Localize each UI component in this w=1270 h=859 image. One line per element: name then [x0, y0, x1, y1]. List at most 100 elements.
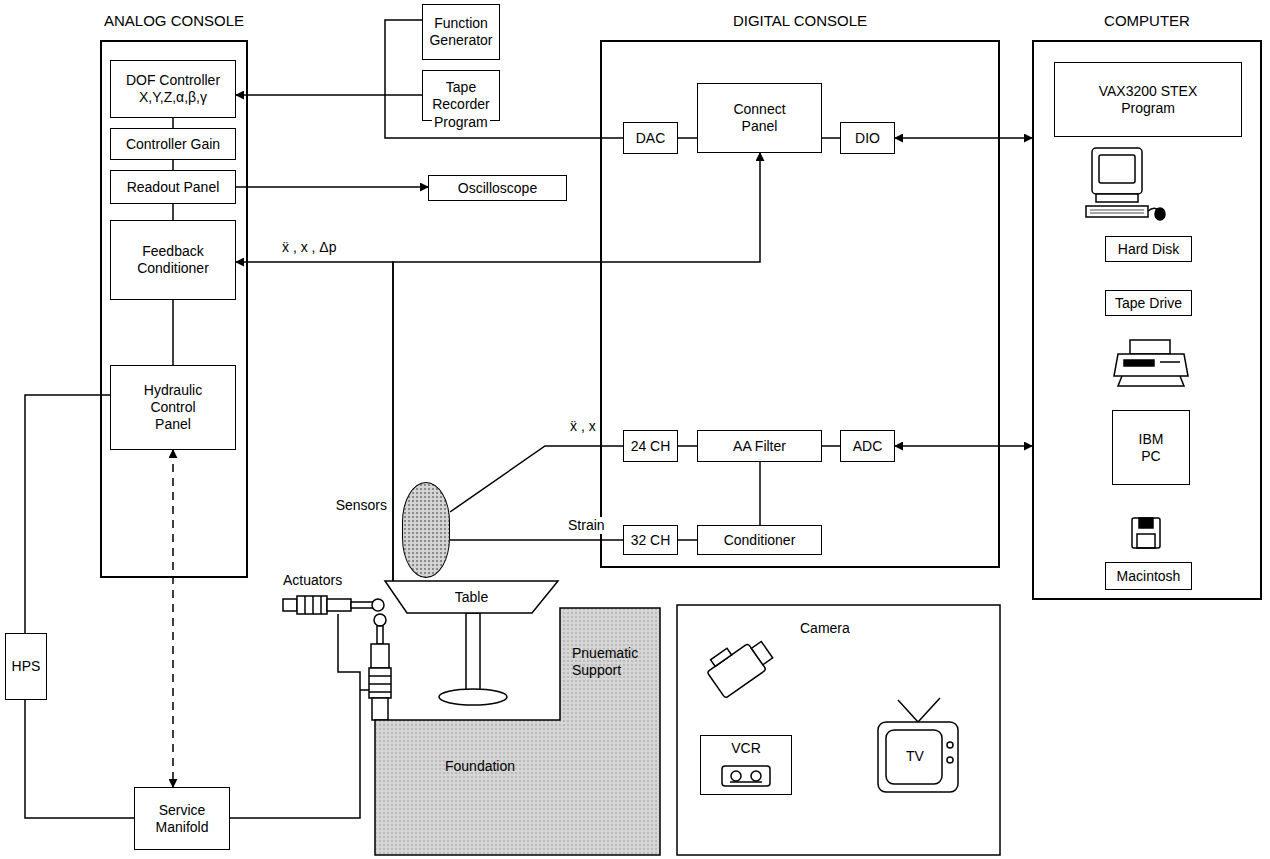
node-label: 24 CH [631, 438, 671, 455]
node-label: Controller Gain [126, 136, 220, 153]
process-box: Feedback Conditioner [110, 220, 236, 300]
connector [236, 186, 428, 188]
connector [678, 539, 697, 541]
process-box: 24 CH [623, 430, 678, 462]
node-label: 32 CH [631, 532, 671, 549]
device-box: Hard Disk [1105, 236, 1192, 262]
node-label: Table [455, 589, 488, 605]
connector [759, 462, 761, 525]
connector [172, 300, 174, 365]
connector [236, 94, 422, 96]
process-box: Hydraulic Control Panel [110, 365, 236, 450]
panel-heading: ANALOG CONSOLE [72, 12, 276, 29]
process-box: Readout Panel [110, 170, 236, 204]
node-label: Function Generator [427, 15, 495, 49]
process-box: DAC [623, 122, 678, 154]
node-label: AA Filter [733, 438, 786, 455]
device-box: VCR [700, 735, 792, 795]
signal-label: Program [432, 114, 490, 131]
process-box: ADC [840, 430, 895, 462]
connector [236, 262, 393, 581]
node-label: Conditioner [724, 532, 796, 549]
device-box: Function Generator [422, 4, 500, 60]
node-label: DAC [636, 130, 666, 147]
camera-icon [702, 630, 776, 698]
node-label: Macintosh [1117, 568, 1181, 585]
node-label: IBM PC [1131, 431, 1171, 465]
device-box: Oscilloscope [428, 175, 567, 201]
node-label: Hard Disk [1118, 241, 1179, 258]
connector [172, 118, 174, 128]
connector [450, 446, 623, 512]
node-label: Sensors [336, 497, 387, 513]
part-label: Actuators [283, 572, 342, 589]
node-label: Oscilloscope [458, 180, 537, 197]
connector [25, 395, 110, 633]
actuator-symbol [283, 596, 384, 614]
computer-panel: COMPUTERVAX3200 STEX ProgramHard DiskTap… [1032, 40, 1262, 600]
device-box: IBM PC [1112, 410, 1190, 485]
pneumatic-support [439, 613, 507, 705]
process-box: DOF Controller X,Y,Z,α,β,γ [110, 60, 236, 118]
node-label: Service Manifold [147, 802, 217, 836]
process-box: AA Filter [697, 430, 822, 462]
panel-heading: DIGITAL CONSOLE [572, 12, 1028, 29]
shake-table: Table [385, 581, 558, 613]
process-box: Controller Gain [110, 128, 236, 160]
signal-label: ẍ , x [568, 418, 598, 435]
signal-label: Strain [566, 517, 607, 534]
connector [25, 700, 134, 818]
connector [172, 160, 174, 170]
connector [822, 445, 840, 447]
process-box: VAX3200 STEX Program [1054, 62, 1242, 137]
device-box: Macintosh [1105, 562, 1192, 590]
tv-icon [878, 698, 958, 792]
node-label: Feedback Conditioner [128, 243, 218, 277]
floppy-icon [1132, 518, 1160, 548]
connector [895, 445, 1032, 447]
node-label: Readout Panel [127, 179, 220, 196]
video-panel [677, 605, 1000, 855]
connector [393, 153, 760, 581]
test-specimen: Sensors [402, 482, 450, 578]
connector [678, 137, 697, 139]
computer-icon [1086, 148, 1165, 220]
cassette-icon [722, 766, 770, 786]
actuator-symbol [369, 614, 391, 720]
node-label: VCR [701, 740, 791, 756]
process-box: DIO [840, 122, 895, 154]
process-box: 32 CH [623, 525, 678, 555]
connector [678, 445, 697, 447]
device-box: Tape Drive [1105, 290, 1192, 316]
node-label: Tape Drive [1115, 295, 1182, 312]
node-label: DIO [855, 130, 880, 147]
connector [172, 450, 174, 787]
console-panel: ANALOG CONSOLEDOF Controller X,Y,Z,α,β,γ… [100, 40, 248, 578]
signal-label: ẍ , x , Δp [280, 239, 338, 256]
console-panel: DIGITAL CONSOLEDACConnect PanelDIO24 CHA… [600, 40, 1000, 568]
node-label: Connect Panel [725, 101, 795, 135]
part-label: TV [906, 748, 924, 765]
node-label: Foundation [445, 758, 515, 774]
node-label: HPS [12, 658, 41, 675]
device-box: Service Manifold [134, 787, 230, 850]
connector [822, 137, 840, 139]
node-label: Tape Recorder [427, 79, 495, 113]
node-label: Hydraulic Control Panel [133, 382, 213, 432]
part-label: Pnuematic Support [572, 645, 652, 679]
connector [385, 20, 623, 138]
node-label: ADC [853, 438, 883, 455]
connector [895, 137, 1032, 139]
connector [172, 204, 174, 220]
node-label: DOF Controller X,Y,Z,α,β,γ [115, 72, 231, 106]
process-box: Conditioner [697, 525, 822, 555]
part-label: Camera [800, 620, 850, 637]
device-box: HPS [5, 633, 47, 700]
hydraulic-line [230, 614, 369, 818]
connector [450, 539, 623, 541]
printer-icon [1114, 340, 1188, 386]
panel-heading: COMPUTER [1004, 12, 1270, 29]
node-label: VAX3200 STEX Program [1093, 83, 1203, 117]
